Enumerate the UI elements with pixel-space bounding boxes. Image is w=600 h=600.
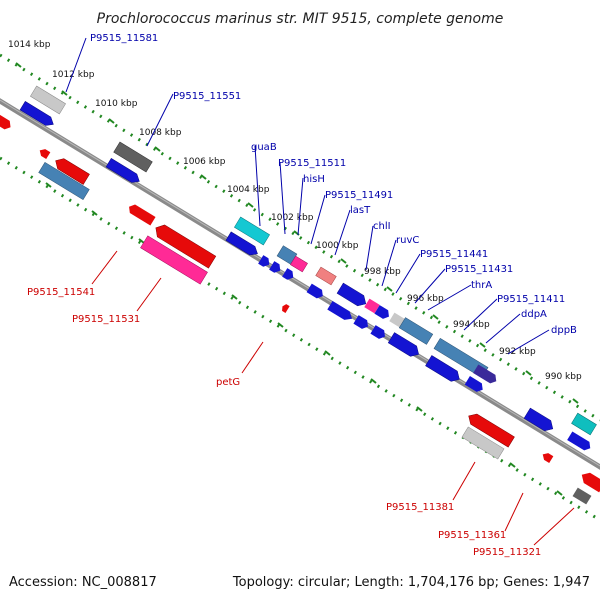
gene-label: ruvC	[396, 235, 419, 246]
gene-label: guaB	[251, 142, 277, 153]
gene-label: P9515_11581	[90, 33, 158, 44]
gene-label: lasT	[350, 205, 371, 216]
accession-text: Accession: NC_008817	[9, 575, 157, 590]
gene-label: hisH	[303, 174, 325, 185]
gene-label: P9515_11551	[173, 91, 241, 102]
gene-arrow-blue	[464, 376, 483, 392]
outer-tick-track	[0, 53, 600, 422]
gene-box-pink	[364, 298, 380, 314]
gene-arrow-blue	[353, 315, 368, 329]
gene-arrow-blue	[269, 261, 281, 273]
gene-label: P9515_11541	[27, 287, 95, 298]
scale-label: 994 kbp	[453, 320, 490, 330]
scale-label: 1000 kbp	[316, 241, 359, 251]
gene-label: ddpA	[521, 309, 547, 320]
gene-arrow-blue	[258, 255, 270, 267]
gene-arrow-blue	[370, 325, 385, 339]
scale-label: 992 kbp	[499, 347, 536, 357]
gene-label: dppB	[551, 325, 577, 336]
gene-label: thrA	[471, 280, 492, 291]
gene-box-steel	[398, 317, 434, 345]
gene-arrow-blue	[387, 332, 419, 357]
scale-label: 1002 kbp	[271, 213, 314, 223]
genome-backbone	[0, 98, 600, 470]
gene-box-dark-gray	[113, 141, 153, 173]
gene-arrow-blue	[282, 268, 294, 280]
gene-label: P9515_11321	[473, 547, 541, 558]
gene-label: petG	[216, 377, 240, 388]
map-title: Prochlorococcus marinus str. MIT 9515, c…	[97, 11, 504, 27]
label-leader-lines	[65, 37, 575, 546]
topology-text: Topology: circular; Length: 1,704,176 bp…	[232, 575, 590, 590]
gene-arrow-blue	[336, 282, 367, 307]
gene-box-light-gray	[461, 426, 505, 460]
outer-major-ticks	[15, 62, 579, 404]
scale-label: 990 kbp	[545, 372, 582, 382]
gene-box-light-gray	[30, 85, 66, 115]
gene-arrow-blue	[567, 431, 591, 451]
gene-box-light-gray	[389, 312, 405, 328]
gene-label: chlI	[373, 221, 391, 232]
gene-box-cyan	[234, 216, 270, 246]
gene-label: P9515_11491	[325, 190, 393, 201]
gene-arrow-blue	[327, 300, 353, 320]
gene-arrow-red	[542, 453, 554, 464]
gene-label: P9515_11361	[438, 530, 506, 541]
gene-arrow-red	[39, 149, 51, 160]
gene-arrow-red	[468, 413, 515, 448]
gene-label: P9515_11431	[445, 264, 513, 275]
scale-label: 1006 kbp	[183, 157, 226, 167]
scale-label: 1012 kbp	[52, 70, 95, 80]
gene-arrow-blue	[225, 231, 258, 256]
scale-label: 1008 kbp	[139, 128, 182, 138]
scale-label: 1014 kbp	[8, 40, 51, 50]
gene-arrow-blue	[425, 355, 460, 382]
gene-arrow-blue	[374, 305, 389, 319]
gene-features-forward	[19, 85, 597, 451]
gene-arrow-red	[55, 158, 90, 185]
gene-label: P9515_11511	[278, 158, 346, 169]
gene-label: P9515_11531	[72, 314, 140, 325]
scale-label: 996 kbp	[407, 294, 444, 304]
gene-box-pink	[140, 235, 208, 285]
scale-label: 1004 kbp	[227, 185, 270, 195]
gene-labels-reverse: P9515_11541 P9515_11531 petG P9515_11381…	[27, 287, 541, 558]
gene-box-salmon	[315, 266, 337, 286]
genome-backbone-highlight	[0, 99, 600, 467]
gene-box-teal	[571, 412, 597, 436]
gene-labels-forward: P9515_11581 P9515_11551 guaB P9515_11511…	[90, 33, 577, 336]
gene-arrow-red	[282, 304, 290, 313]
gene-label: P9515_11411	[497, 294, 565, 305]
gene-features-reverse	[0, 112, 600, 505]
gene-box-pink	[290, 255, 308, 273]
gene-arrow-red	[129, 204, 156, 226]
gene-arrow-blue	[306, 283, 323, 299]
gene-arrow-red	[581, 472, 600, 493]
gene-arrow-red	[0, 112, 11, 130]
scale-label: 998 kbp	[364, 267, 401, 277]
scale-labels: 1014 kbp 1012 kbp 1010 kbp 1008 kbp 1006…	[8, 40, 582, 382]
gene-label: P9515_11381	[386, 502, 454, 513]
gene-arrow-blue	[105, 158, 140, 183]
gene-box-dark-gray	[572, 487, 592, 505]
gene-arrow-navy	[473, 364, 497, 384]
gene-box-steel	[38, 161, 90, 201]
scale-label: 1010 kbp	[95, 99, 138, 109]
gene-arrow-blue	[19, 101, 54, 126]
gene-arrow-blue	[523, 407, 554, 432]
gene-arrow-red	[155, 224, 217, 269]
gene-label: P9515_11441	[420, 249, 488, 260]
